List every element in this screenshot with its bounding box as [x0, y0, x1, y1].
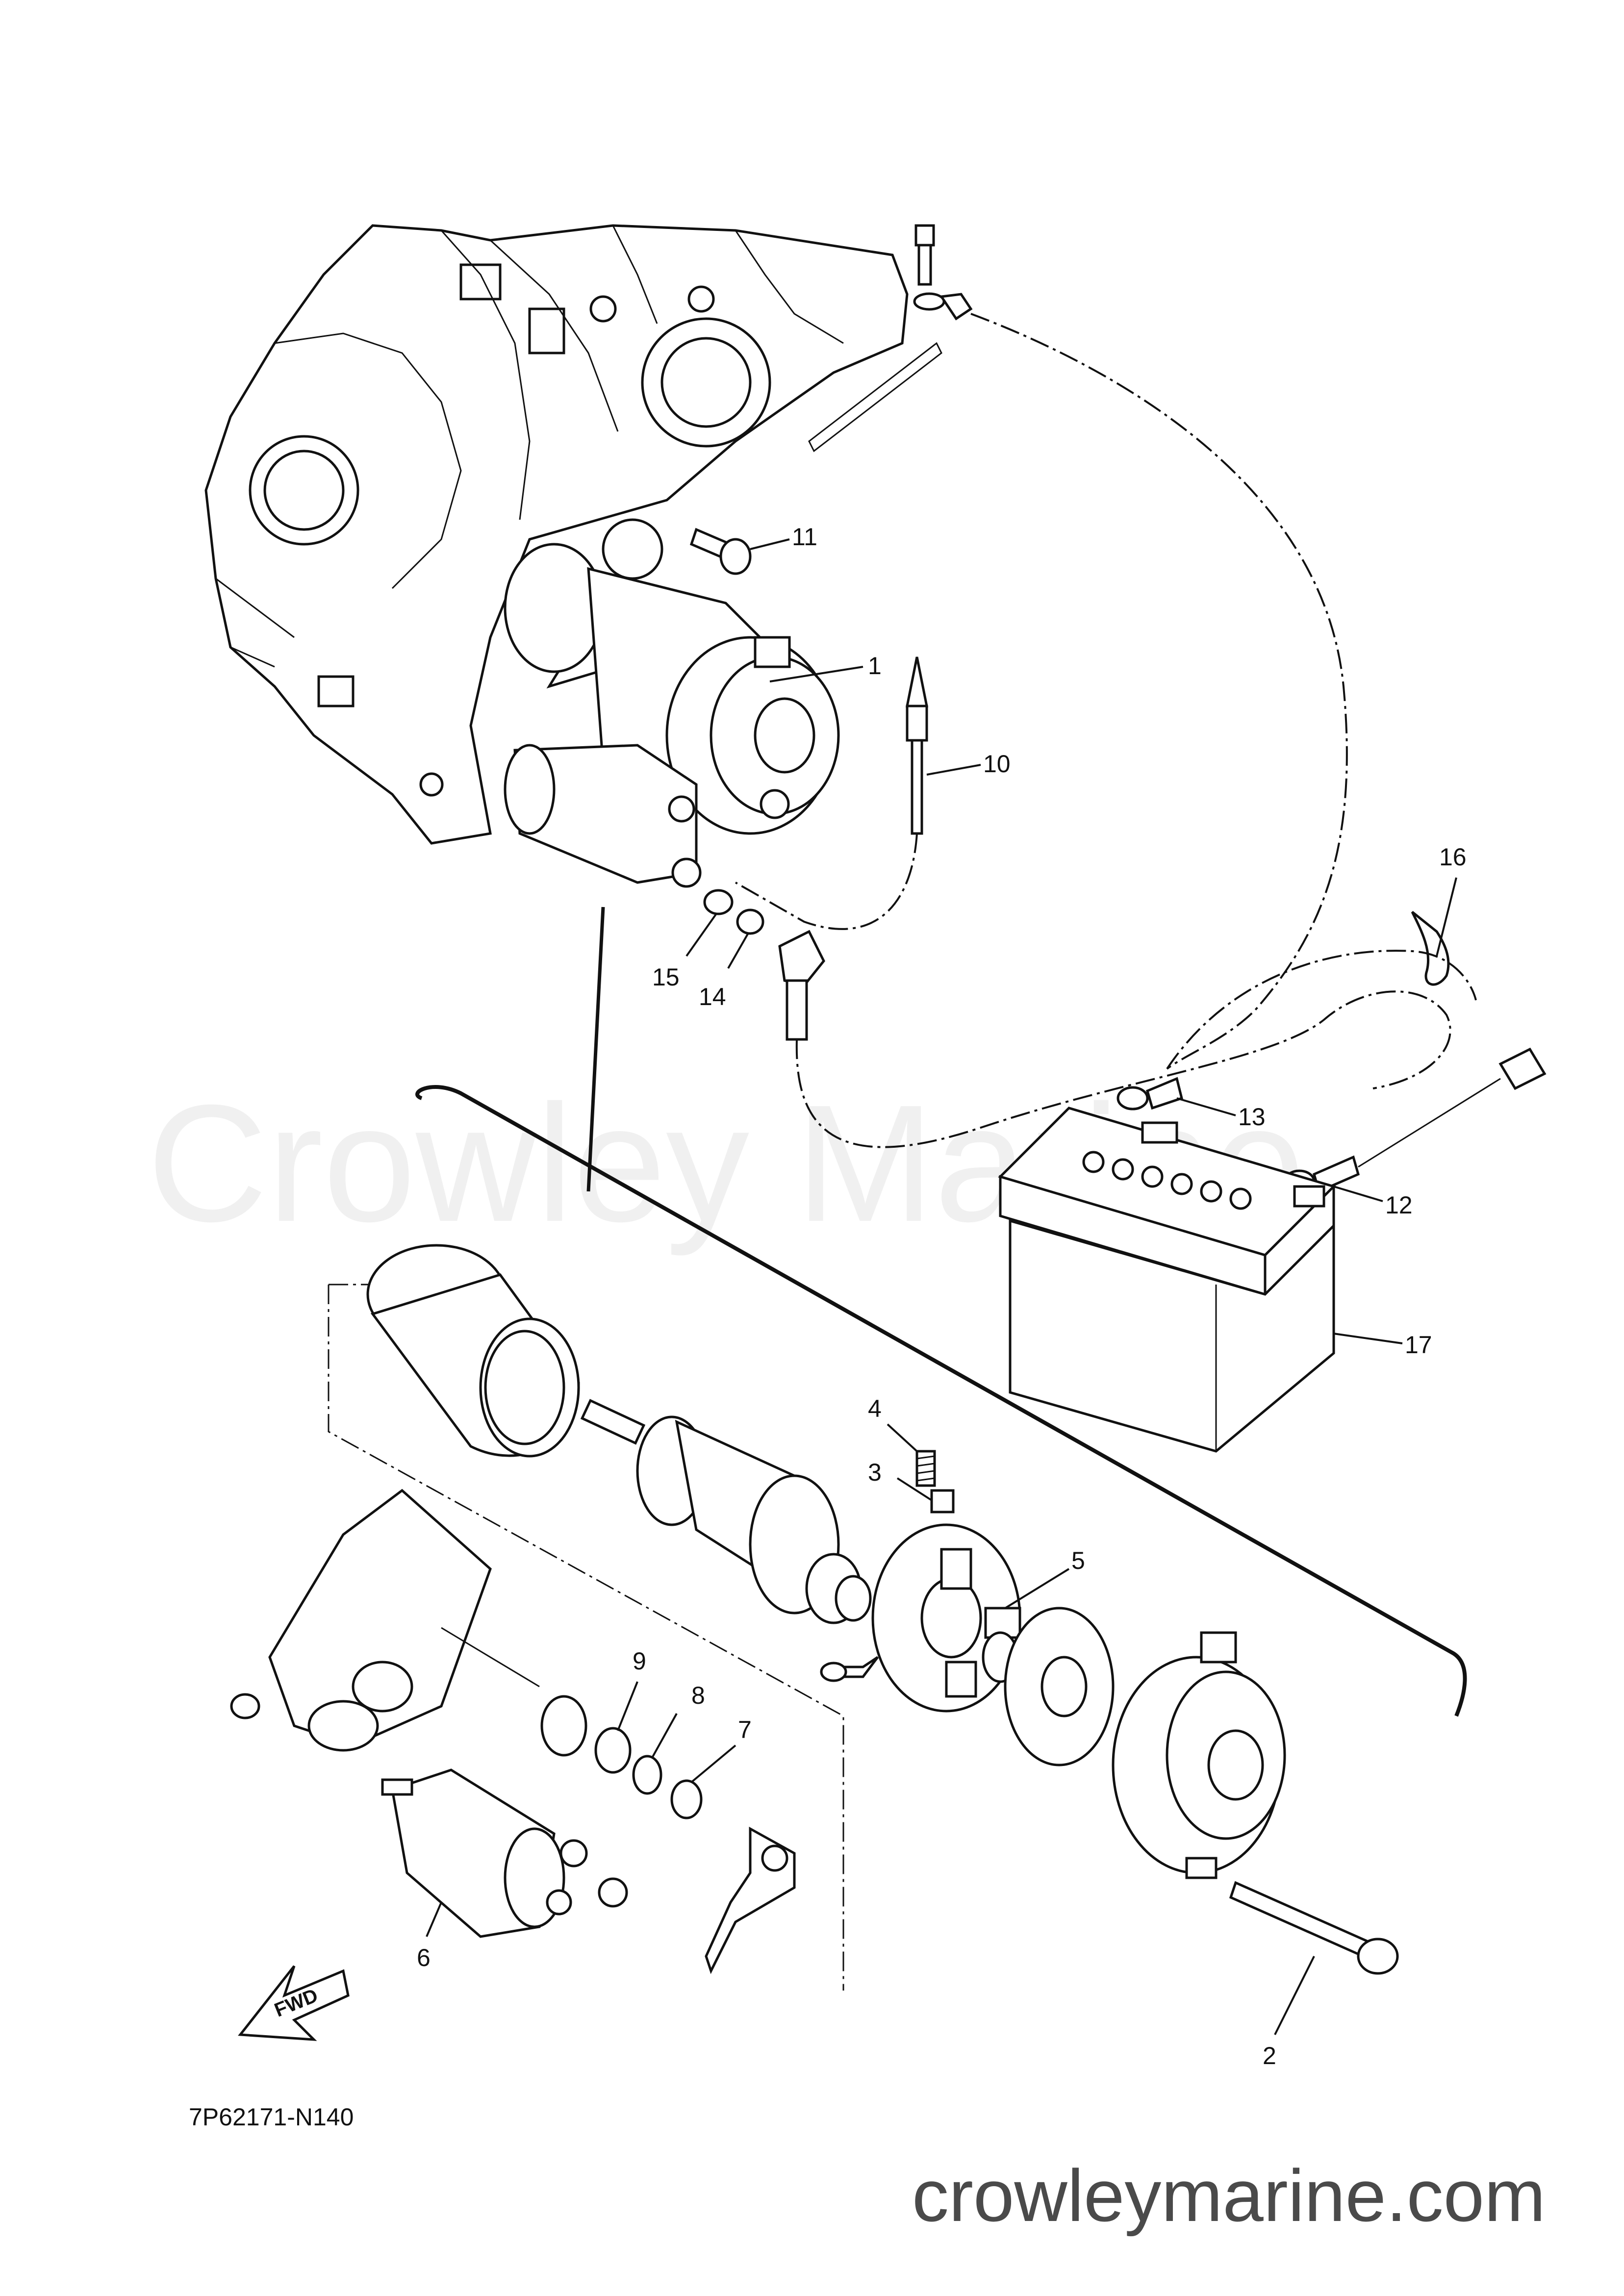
bushing	[540, 1695, 587, 1757]
leader-7	[690, 1744, 736, 1783]
washer-9	[594, 1727, 632, 1774]
leader-16	[1436, 877, 1457, 957]
brush-holder-5	[820, 1523, 1021, 1713]
terminal-cap	[778, 930, 825, 1041]
leader-9	[617, 1681, 638, 1731]
callout-17: 17	[1405, 1331, 1432, 1359]
clip-16	[1411, 911, 1450, 986]
through-bolt-2	[1229, 1881, 1399, 1975]
terminal-13	[1116, 1077, 1183, 1110]
callout-14: 14	[699, 983, 726, 1010]
leader-4	[887, 1423, 918, 1452]
callout-12: 12	[1385, 1191, 1413, 1219]
callout-2: 2	[1263, 2042, 1276, 2069]
shift-lever	[705, 1826, 796, 1974]
armature	[580, 1399, 872, 1624]
nut-left	[230, 1693, 260, 1719]
cable-link	[1166, 950, 1477, 1070]
engine-block	[204, 224, 909, 845]
callout-15: 15	[652, 963, 680, 991]
yoke-housing	[366, 1244, 580, 1458]
leader-17	[1333, 1333, 1403, 1344]
leader-10	[926, 764, 981, 776]
leader-1	[769, 666, 863, 682]
leader-2	[1274, 1956, 1315, 2035]
diagram-code: 7P62171-N140	[189, 2103, 354, 2131]
exploded-leader	[586, 907, 605, 1192]
ring-8	[632, 1755, 662, 1795]
callout-4: 4	[868, 1395, 882, 1422]
leader-13	[1176, 1097, 1236, 1116]
ground-bolt	[808, 224, 973, 453]
washer-disc	[1004, 1607, 1115, 1766]
battery-17	[998, 1107, 1336, 1453]
leader-15	[685, 913, 717, 957]
terminal-12	[1283, 1047, 1547, 1194]
callout-1: 1	[868, 652, 882, 680]
callout-9: 9	[633, 1647, 646, 1675]
leader-14	[727, 934, 749, 969]
leader-5	[1004, 1568, 1070, 1609]
callout-16: 16	[1439, 843, 1467, 871]
cable-10-path	[735, 833, 918, 930]
nut-14	[736, 908, 764, 935]
leader-12	[1333, 1186, 1383, 1202]
fwd-arrow-icon: FWD	[238, 1965, 350, 2041]
bolt-11	[689, 528, 752, 575]
callout-7: 7	[738, 1716, 752, 1743]
exploded-bracket	[415, 1085, 1467, 1717]
callout-11: 11	[792, 523, 817, 551]
ground-cable-13	[970, 313, 1348, 1070]
callout-6: 6	[417, 1944, 431, 1971]
callout-10: 10	[983, 750, 1011, 778]
brush-3	[930, 1489, 955, 1514]
end-cover	[1112, 1631, 1286, 1879]
leader-11	[750, 538, 790, 550]
callout-3: 3	[868, 1459, 882, 1486]
leader-6	[426, 1902, 442, 1937]
washer-15	[703, 889, 734, 915]
solenoid-6	[381, 1768, 628, 1938]
washer-7	[670, 1779, 703, 1819]
drive-housing	[268, 1489, 540, 1752]
leader-3	[896, 1477, 933, 1501]
callout-13: 13	[1238, 1103, 1266, 1131]
assembly-box-left	[328, 1285, 844, 1991]
starter-motor	[504, 518, 840, 888]
callout-8: 8	[691, 1682, 705, 1709]
spring-4	[915, 1450, 936, 1487]
callout-5: 5	[1071, 1547, 1085, 1574]
cable-lead-10	[905, 656, 929, 835]
website-url: crowleymarine.com	[912, 2154, 1546, 2237]
leader-8	[651, 1713, 678, 1758]
